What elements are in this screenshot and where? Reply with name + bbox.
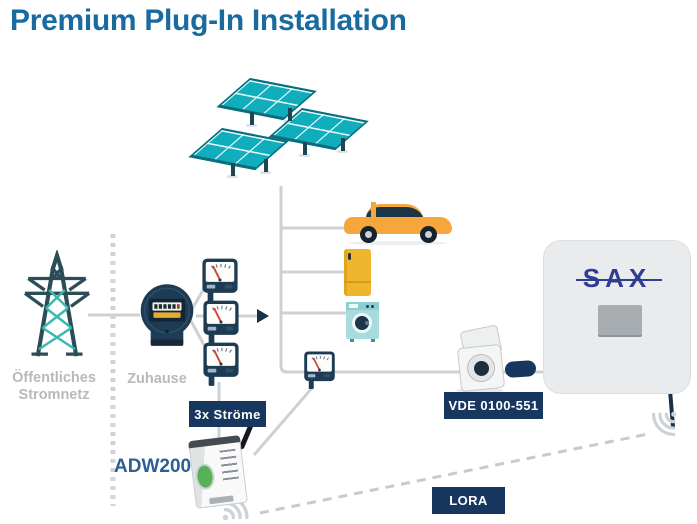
panel-foot-shadow xyxy=(299,154,310,157)
lora-badge: LORA xyxy=(432,487,505,514)
transmission-tower-icon xyxy=(23,250,91,357)
lora-radio-dashed-link xyxy=(259,432,649,515)
washer-door xyxy=(352,313,372,333)
washer-knob xyxy=(371,305,374,308)
current-gauge-icon xyxy=(203,300,239,344)
adw200-device-icon xyxy=(188,409,260,509)
panel-foot-shadow xyxy=(260,171,271,174)
current-gauge-icon xyxy=(304,351,335,389)
wall-socket-icon xyxy=(456,343,506,393)
sax-logo-text: SAX xyxy=(582,263,652,293)
socket-shadow xyxy=(456,388,504,393)
washing-machine-icon xyxy=(346,302,379,342)
electric-car-icon xyxy=(344,202,454,245)
plug-icon xyxy=(504,359,537,379)
sax-battery-unit: SAX xyxy=(543,240,691,394)
washer-panel xyxy=(346,302,379,310)
panel-foot-shadow xyxy=(337,150,348,153)
panel-foot-shadow xyxy=(227,175,238,178)
current-gauge-icon xyxy=(202,258,238,302)
device-name-label: ADW200 xyxy=(114,456,192,477)
sax-display xyxy=(598,305,642,337)
car-wheel xyxy=(420,226,437,243)
panel-leg xyxy=(231,163,235,176)
public-grid-label: Öffentliches Stromnetz xyxy=(12,370,96,403)
wifi-signal-icon xyxy=(651,411,677,437)
car-shadow xyxy=(348,241,448,245)
current-gauge-icon xyxy=(203,342,239,386)
panel-leg xyxy=(341,138,345,151)
flow-arrowhead-icon xyxy=(257,309,269,323)
fridge-handle xyxy=(348,253,351,260)
car-wheel xyxy=(360,226,377,243)
currents-badge: 3x Ströme xyxy=(189,401,266,427)
fridge-icon xyxy=(344,249,371,296)
sax-logo: SAX xyxy=(544,263,690,294)
home-label: Zuhause xyxy=(127,371,187,387)
page-title: Premium Plug-In Installation xyxy=(10,4,407,37)
car-pillar xyxy=(371,202,376,221)
washer-drawer xyxy=(349,304,358,308)
socket-hole xyxy=(472,359,490,377)
socket-ring xyxy=(465,352,497,384)
washer-knob xyxy=(366,305,369,308)
fridge-door-split xyxy=(344,281,371,283)
vde-norm-badge: VDE 0100-551 xyxy=(444,392,543,419)
panel-leg xyxy=(288,108,292,121)
panel-leg xyxy=(250,112,254,125)
panel-leg xyxy=(264,159,268,172)
panel-foot-shadow xyxy=(246,124,257,127)
panel-leg xyxy=(303,142,307,155)
electricity-meter-icon xyxy=(140,284,194,346)
sax-logo-strike xyxy=(576,278,662,281)
washer-foot xyxy=(350,339,354,342)
washer-foot xyxy=(371,339,375,342)
